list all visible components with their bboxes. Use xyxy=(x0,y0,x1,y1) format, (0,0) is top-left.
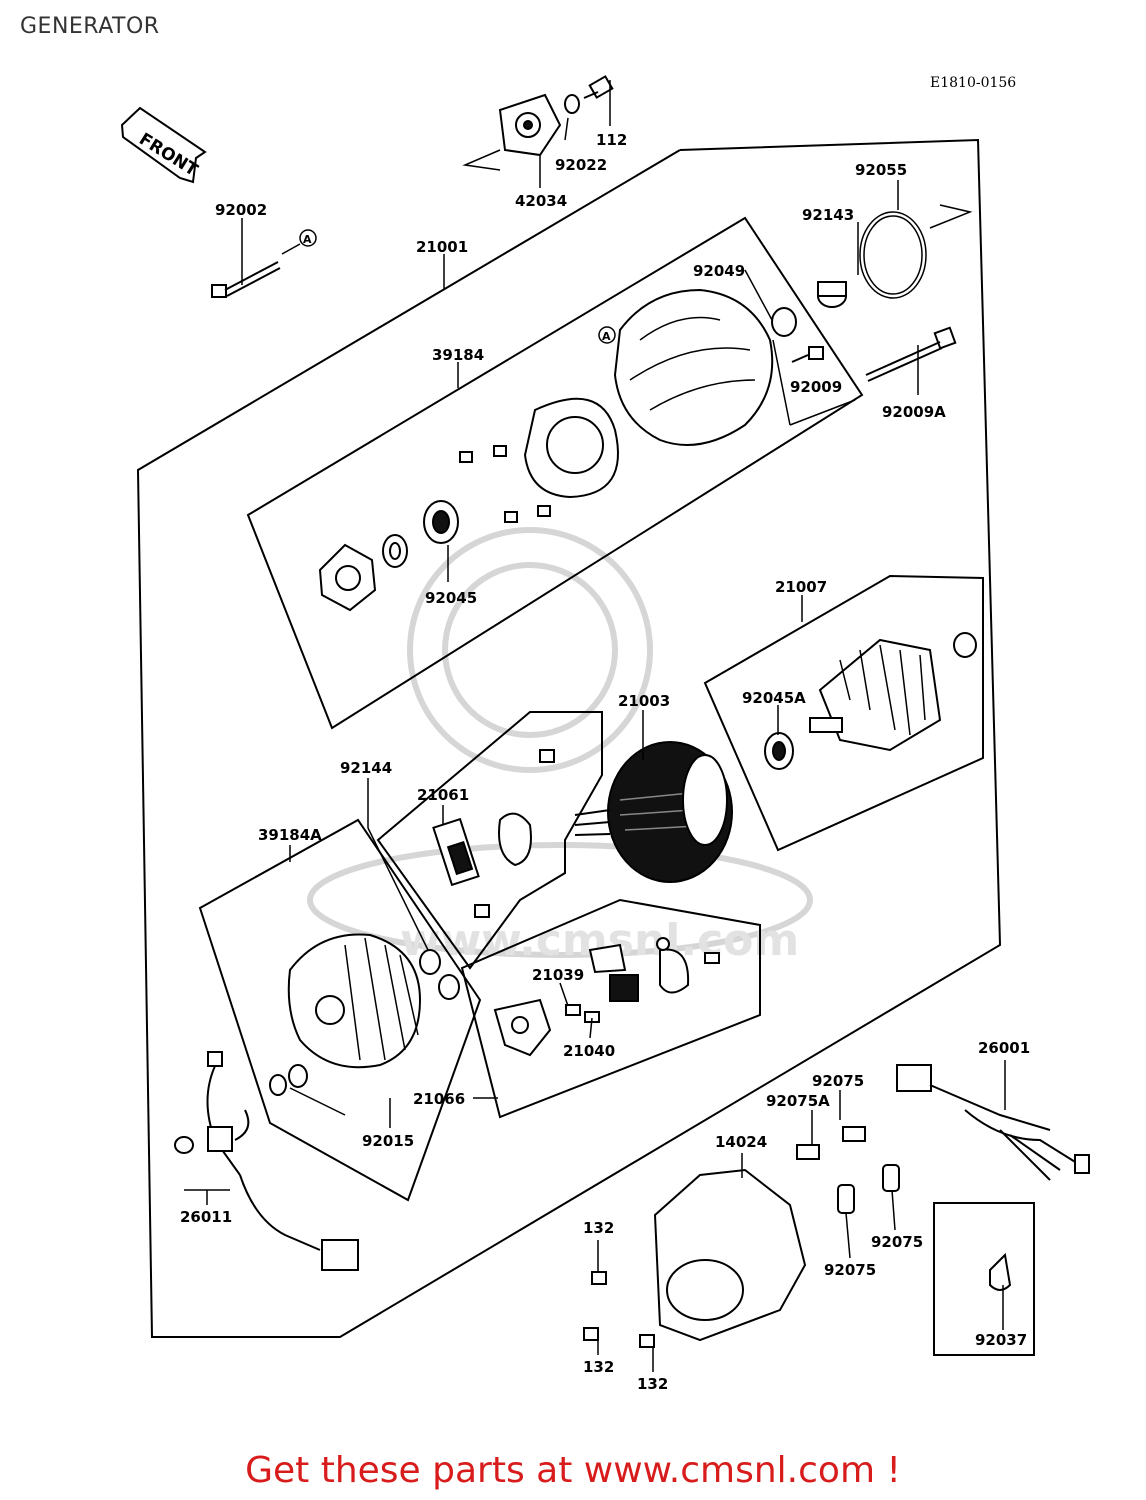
brushes-part xyxy=(796,1126,900,1214)
oil-seal-92049-part xyxy=(771,307,797,337)
collar-92143-part xyxy=(817,281,847,308)
leader-lines xyxy=(184,80,1006,1372)
group-outline-21007 xyxy=(703,574,984,852)
part-label-92015: 92015 xyxy=(362,1132,414,1150)
bolt-112-part xyxy=(583,75,614,99)
part-label-92143: 92143 xyxy=(802,206,854,224)
brush-holder-part xyxy=(493,937,720,1057)
stator-part xyxy=(574,741,733,883)
part-label-92009A: 92009A xyxy=(882,403,946,421)
clamp-92037-part xyxy=(989,1252,1012,1291)
generator-diagram: www.cmsnl.com E1810-0156 FRONT xyxy=(120,75,1090,1393)
bolt-92002-part xyxy=(211,261,281,298)
part-label-92037: 92037 xyxy=(975,1331,1027,1349)
part-label-26011: 26011 xyxy=(180,1208,232,1226)
svg-text:A: A xyxy=(303,233,312,246)
screws-part xyxy=(459,445,551,523)
part-label-21040: 21040 xyxy=(563,1042,615,1060)
part-label-92002: 92002 xyxy=(215,201,267,219)
ref-marker-a-2: A xyxy=(598,326,616,344)
part-label-21039: 21039 xyxy=(532,966,584,984)
part-label-132-left: 132 xyxy=(583,1358,614,1376)
part-label-39184: 39184 xyxy=(432,346,484,364)
harness-26011-part xyxy=(174,1051,359,1271)
group-outline-39184A xyxy=(198,818,482,1202)
regulator-part xyxy=(432,749,555,918)
part-label-92075-bottom: 92075 xyxy=(824,1261,876,1279)
pulley-part xyxy=(498,93,562,157)
front-housing-part xyxy=(269,933,460,1096)
part-label-21003: 21003 xyxy=(618,692,670,710)
diagram-code: E1810-0156 xyxy=(930,75,1016,91)
rotor-part xyxy=(809,632,977,752)
seal-part xyxy=(382,534,408,568)
group-outline-21061 xyxy=(376,711,603,970)
front-arrow-icon: FRONT xyxy=(120,106,207,184)
part-label-92144: 92144 xyxy=(340,759,392,777)
part-label-42034: 42034 xyxy=(515,192,567,210)
group-outline-21066 xyxy=(460,898,761,1119)
bolt-92009-part xyxy=(791,346,824,363)
part-label-26001: 26001 xyxy=(978,1039,1030,1057)
ref-marker-a-1: A xyxy=(281,229,317,255)
page-title: GENERATOR xyxy=(20,14,160,39)
part-label-92055: 92055 xyxy=(855,161,907,179)
part-label-21007: 21007 xyxy=(775,578,827,596)
bearing-92045A-part xyxy=(764,732,794,770)
part-label-92022: 92022 xyxy=(555,156,607,174)
part-label-132-top: 132 xyxy=(583,1219,614,1237)
part-label-92009: 92009 xyxy=(790,378,842,396)
harness-26001-part xyxy=(896,1064,1090,1181)
part-label-92049: 92049 xyxy=(693,262,745,280)
cover-14024-part xyxy=(583,1168,807,1348)
part-label-112: 112 xyxy=(596,131,627,149)
part-label-21061: 21061 xyxy=(417,786,469,804)
o-ring-92055-part xyxy=(859,211,927,299)
part-label-21001: 21001 xyxy=(416,238,468,256)
svg-text:A: A xyxy=(602,330,611,343)
part-label-92075-top: 92075 xyxy=(812,1072,864,1090)
group-outline-92037 xyxy=(933,1202,1035,1356)
group-outline-main xyxy=(136,138,1002,1338)
front-label: FRONT xyxy=(135,129,201,181)
part-label-92045: 92045 xyxy=(425,589,477,607)
washer-part xyxy=(564,94,580,114)
part-label-92075A: 92075A xyxy=(766,1092,830,1110)
bracket-plate-part xyxy=(318,543,377,612)
part-label-39184A: 39184A xyxy=(258,826,322,844)
group-outline-39184 xyxy=(246,216,864,730)
footer-link[interactable]: Get these parts at www.cmsnl.com ! xyxy=(245,1450,901,1491)
long-bolt-92009A-part xyxy=(865,326,957,382)
part-label-21066: 21066 xyxy=(413,1090,465,1108)
rear-housing-part xyxy=(613,288,774,446)
part-label-92045A: 92045A xyxy=(742,689,806,707)
part-label-14024: 14024 xyxy=(715,1133,767,1151)
cover-plate-part xyxy=(523,397,619,499)
bearing-92045-part xyxy=(423,500,459,544)
part-label-92075-right: 92075 xyxy=(871,1233,923,1251)
watermark-logo xyxy=(307,527,813,958)
part-label-132-bottom: 132 xyxy=(637,1375,668,1393)
